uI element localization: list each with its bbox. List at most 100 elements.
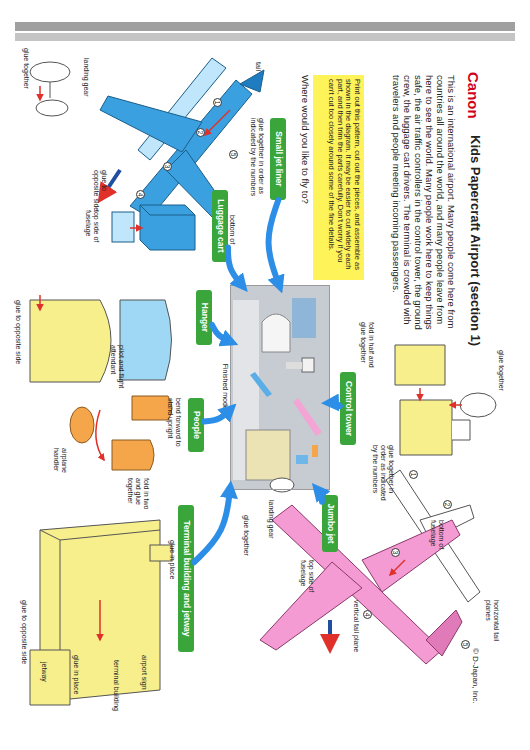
person-figure [132,396,172,420]
header-bar [15,22,515,31]
instruction-text: Print out this pattern, cut out the piec… [327,79,362,276]
part-label: landing gear [82,58,90,103]
part-label: vertical tail plane [352,600,360,655]
landing-gear-part [36,100,68,116]
section-tag: Control tower [340,372,356,445]
section-name: Hanger [199,303,209,332]
tail-fin [240,70,264,92]
assembly-arrow [194,489,230,562]
tower-top [460,393,496,417]
tower-box [395,345,445,385]
part-label: glue together [242,515,250,570]
caption-text: Finished model [221,286,229,489]
fuselage [130,80,252,218]
part-label: glue to opposite side [92,170,108,215]
glue-arrow [39,295,41,310]
part-label: glue together in order as indicated by t… [249,118,265,198]
section-name: Control tower [343,381,353,436]
part-label: fold in half and glue together [359,322,375,370]
part-label: glue together [22,48,30,93]
fold-line [140,205,195,215]
terminal-model [246,430,290,480]
part-label: glue in place [168,540,176,590]
section-tag: Hanger [196,290,212,345]
hanger-roof [30,300,111,382]
section-name: Luggage cart [215,199,225,252]
callout-number: 4 [136,190,145,199]
sky-patch [292,298,316,338]
part-label: landing gear [267,500,275,550]
part-label: bend forward to stand upright [166,398,182,454]
brand-logo: Canon [465,72,482,128]
copyright-note: © D-Japan, Inc. [471,648,480,728]
page-title: Kids Papercraft Airport (section 1) [467,135,482,385]
assembly-arrow [212,325,230,342]
part-label: bottom of fuselage [429,520,445,568]
jumbo-model [293,398,322,436]
assembly-arrow [318,490,322,502]
part-label: glue in place [72,655,80,705]
glue-arrow [390,560,405,575]
jet-model [250,372,272,397]
part-label: terminal building [112,660,120,720]
cart-box [140,205,195,250]
cart-model [296,455,308,464]
airport-sign-part [150,545,172,561]
leader-line [50,82,51,98]
intro-question: Where would you like to fly to? [299,75,310,295]
tower-model [302,358,314,372]
part-label: glue to opposite side [14,300,22,380]
model-photo-frame: Finished model [230,285,330,490]
part-label: top side of fuselage [84,210,100,255]
section-name: Terminal building and jetway [181,520,191,636]
tower-part [452,420,470,440]
person-figure [70,407,94,443]
callout-number: 1 [409,470,418,479]
instruction-box: Print out this pattern, cut out the piec… [313,75,364,280]
hanger-wall [120,300,172,380]
callout-number: 2 [196,128,205,137]
callout-number: 5 [229,150,238,159]
callout-number: 5 [461,640,470,649]
callout-number: 3 [163,162,172,171]
assembly-arrow [330,403,340,406]
callout-number: 3 [391,548,400,557]
section-tag: Terminal building and jetway [178,505,194,652]
part-label: tail [254,62,262,82]
glue-arrow [419,388,421,400]
assembly-arrow [228,248,242,285]
landing-gear-part [30,62,70,82]
part-label: glue together in order as indicated by t… [371,445,395,507]
part-label: glue to opposite side [20,600,28,680]
hanger-model [262,314,290,352]
jetway-part [30,650,70,705]
part-label: fold in two and glue together [126,478,150,523]
glue-arrow [130,227,142,229]
wing [362,520,460,592]
callout-number: 1 [213,98,222,107]
intro-text: This is an international airport. Many p… [390,75,456,343]
people-model [312,445,318,457]
wing [100,96,202,152]
direction-arrow [328,620,332,650]
part-label: glue together [497,350,505,410]
glue-arrow [205,110,230,135]
part-label: horizontal tail planes [484,600,500,660]
tower-box [400,400,452,455]
tower-model [286,362,302,369]
fuselage-top [386,470,480,602]
glue-arrow [39,86,41,100]
glue-arrow [450,404,462,406]
glue-arrow [96,410,104,460]
section-tag: People [188,398,204,452]
tail-fin [426,610,462,656]
part-label: jetway [40,662,48,692]
cart-piece [112,212,134,242]
section-tag: Luggage cart [212,190,228,262]
section-name: People [191,411,201,439]
glue-arrow [99,600,101,640]
person-figure [112,440,154,470]
